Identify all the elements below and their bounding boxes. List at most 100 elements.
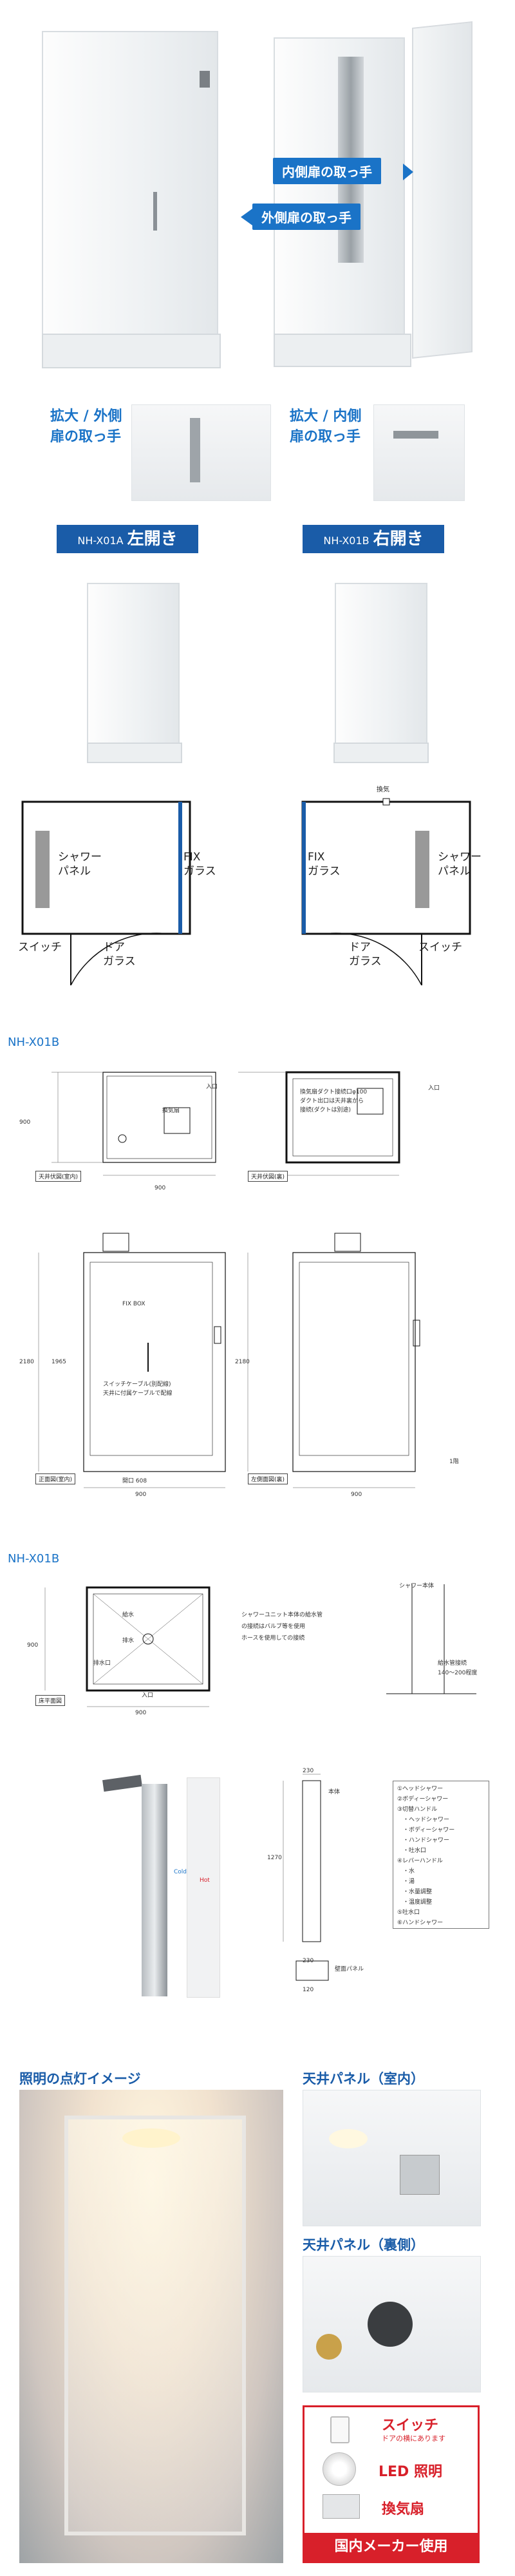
dim-elev-right-w: 900 [351,1492,362,1498]
switch-title: スイッチ [382,2418,439,2434]
lighting-title: 照明の点灯イメージ [19,2071,141,2087]
ceiling-inside-photo [303,2090,481,2226]
dim-elev-left-h1: 2180 [19,1359,34,1365]
dim-elev-left-h2: 1965 [52,1359,66,1365]
panel-dim-bottom1: 230 [303,1958,314,1964]
side-pipe-2: 140〜200程度 [438,1670,478,1676]
legend-4: ・ヘッドシャワー [397,1817,450,1823]
plan-left-door-2: ガラス [103,955,136,968]
legend-5: ・ボディーシャワー [397,1827,455,1833]
plan-left-switch: スイッチ [18,941,62,954]
label-elev-right: 左側面図(裏) [248,1473,288,1484]
plan-left-panel-1: シャワー [58,851,102,864]
plan-right-panel-2: パネル [438,865,471,878]
legend-10: ・湯 [397,1879,415,1885]
plan-right-ceiling: 換気 [377,786,389,793]
spec-note-3: ホースを使用しての接続 [241,1635,305,1642]
ceiling-right-note3: 接続(ダクトは別途) [300,1107,351,1113]
legend-1: ①ヘッドシャワー [397,1786,444,1792]
floor-water-in: 給水 [122,1612,135,1618]
elevation-left [38,1233,226,1488]
floor-plan [44,1586,211,1707]
elev-left-door: 開口 608 [122,1478,147,1484]
dim-ceiling-left-h: 900 [19,1119,31,1126]
elev-right-floor: 1階 [449,1459,459,1465]
callout-inner-handle: 内側扉の取っ手 [273,158,381,184]
hero-photo-left [35,18,229,379]
handle-outer [153,192,157,231]
elev-left-switch1: スイッチケーブル(別配線) [103,1381,171,1388]
ceiling-back-title: 天井パネル（裏側） [303,2237,424,2253]
panel-cold: Cold [174,1869,187,1875]
zoom-right-line2: 扉の取っ手 [290,429,361,445]
floor-drain: 排水 [122,1638,135,1644]
panel-mount: 壁面パネル [335,1966,364,1973]
label-elev-left: 正面図(室内) [35,1473,76,1484]
legend-6: ・ハンドシャワー [397,1837,450,1844]
open-door [412,21,473,359]
zoom-photo-right [373,404,465,501]
plan-left-fix-1: FIX [183,851,201,864]
plan-right-fix-1: FIX [308,851,325,864]
dim-elev-left-w: 900 [135,1492,147,1498]
elevation-right [247,1233,420,1488]
plan-left [21,800,191,985]
side-right-note: シャワー本体 [399,1583,435,1589]
ceiling-left-fan: 換気扇 [162,1108,180,1114]
cabin-left [42,31,218,336]
panel-legend: ①ヘッドシャワー ②ボディーシャワー ③切替ハンドル ・ヘッドシャワー ・ボディ… [393,1781,489,1929]
spec-note-2: の接続はバルブ等を使用 [241,1624,306,1630]
model-code-left: NH-X01A [77,535,124,547]
zoom-photo-left [131,404,271,501]
dim-elev-right-h: 2180 [235,1359,250,1365]
plan-left-fix-2: ガラス [183,865,216,878]
plan-right-door-2: ガラス [349,955,382,968]
model-photo-left [77,576,193,770]
ceiling-right-inlet: 入口 [428,1085,440,1092]
plan-right-fix-2: ガラス [308,865,341,878]
plan-left-panel-2: パネル [58,865,91,878]
ceiling-right-note1: 換気扇ダクト接続口φ100 [300,1089,368,1095]
model-direction-right: 右開き [373,529,424,549]
label-plan-left: 天井伏図(室内) [35,1171,82,1182]
panel-dim-drawing [283,1774,329,1981]
led-title: LED 照明 [379,2464,442,2480]
model-direction-left: 左開き [127,529,178,549]
shower-panel-photo [90,1765,245,2016]
led-icon [323,2452,356,2486]
ceiling-inside-title: 天井パネル（室内） [303,2071,424,2087]
floor-inlet: 入口 [142,1692,154,1699]
ceiling-left-inlet: 入口 [206,1084,218,1090]
panel-body: 本体 [328,1789,341,1795]
switch-icon [330,2416,350,2443]
ceiling-plan-right [238,1071,400,1176]
dim-floor-h: 900 [27,1642,39,1649]
side-detail [386,1584,476,1694]
fan-title: 換気扇 [382,2501,425,2517]
label-plan-right: 天井伏図(裏) [248,1171,288,1182]
dim-floor-w: 900 [135,1710,147,1716]
model-photo-right [322,576,438,770]
legend-13: ⑤吐水口 [397,1909,420,1916]
panel-dim-side: 1270 [267,1855,282,1861]
plan-right [301,798,471,985]
fan-icon [323,2494,360,2519]
legend-2: ②ボディーシャワー [397,1796,449,1803]
cabin-left-base [42,334,221,368]
hinge [200,71,210,88]
legend-11: ・水量調整 [397,1889,433,1895]
elev-left-switch2: 天井に付属ケーブルで配線 [103,1390,173,1397]
plan-right-switch: スイッチ [418,941,462,954]
cabin-right-base [274,334,411,367]
ceiling-back-photo [303,2256,481,2392]
floor-drain-note: 排水口 [93,1660,111,1667]
callout-outer-arrow [241,209,252,225]
legend-14: ⑥ハンドシャワー [397,1920,444,1926]
spec-note-1: シャワーユニット本体の給水管 [241,1612,323,1618]
panel-dim-top: 230 [303,1768,314,1774]
ceiling-right-note2: ダクト出口は天井裏から [300,1098,364,1104]
zoom-left-line1: 拡大 / 外側 [50,408,122,424]
plan-right-panel-1: シャワー [438,851,482,864]
